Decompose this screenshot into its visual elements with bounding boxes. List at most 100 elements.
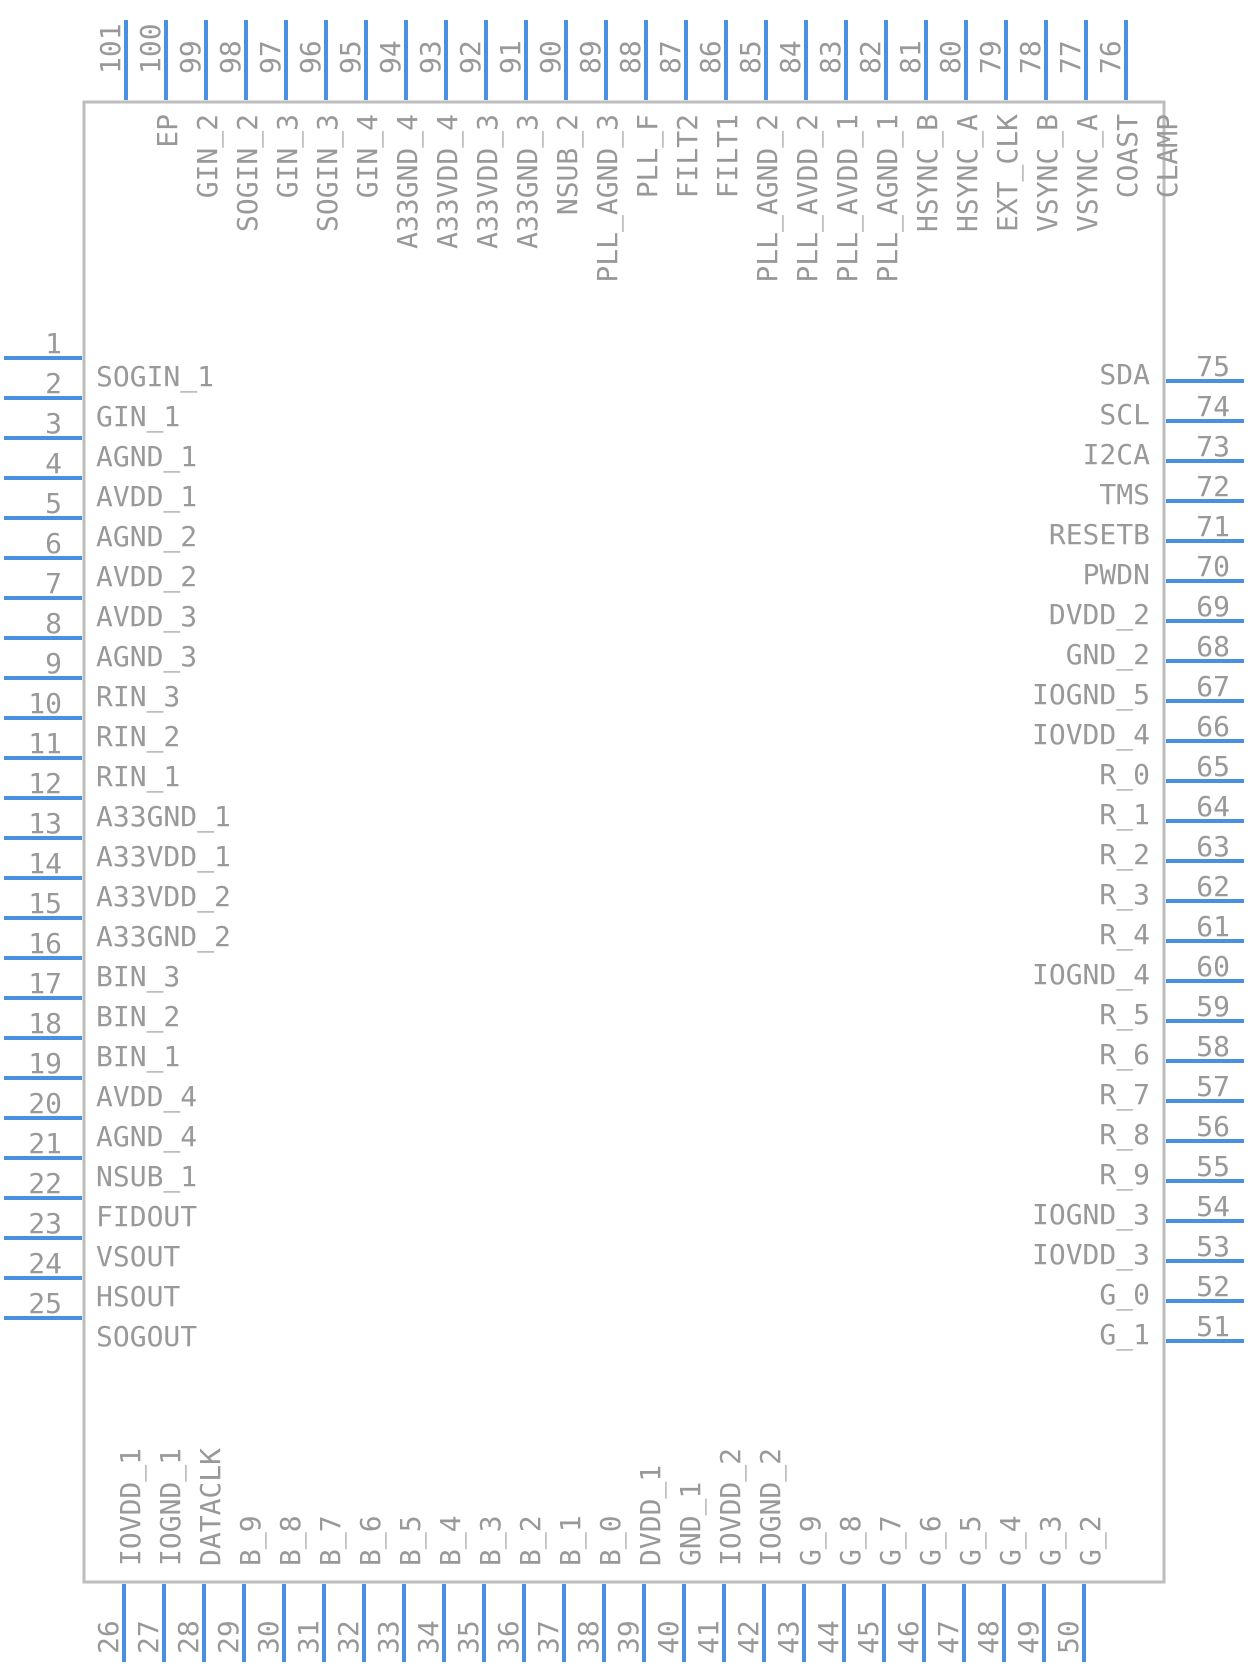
pin-label: R_3 [1099,878,1150,912]
pin-label: BIN_2 [96,1000,180,1034]
pin-label: GIN_1 [96,400,180,434]
pin-label: FILT2 [671,114,704,198]
pin-label: R_4 [1099,918,1150,952]
pin-number: 26 [92,1620,125,1654]
pin-number: 10 [28,687,62,720]
pin-label: EP [151,114,184,148]
pin-label: VSYNC_B [1031,114,1065,232]
pin-label: G_7 [874,1515,908,1566]
pin-label: FILT1 [711,114,744,198]
pin-number: 98 [214,40,247,74]
pin-label: I2CA [1083,438,1151,471]
pin-label: A33VDD_3 [471,114,505,249]
pin-number: 18 [28,1007,62,1040]
pin-label: RIN_2 [96,720,180,754]
pin-number: 46 [892,1620,925,1654]
pin-label: RESETB [1049,518,1150,551]
pin-number: 62 [1196,870,1230,903]
pin-number: 70 [1196,550,1230,583]
pin-label: A33GND_2 [96,920,231,954]
pin-label: PLL_AGND_3 [591,114,625,283]
pin-number: 50 [1052,1620,1085,1654]
pin-number: 52 [1196,1270,1230,1303]
pin-number: 74 [1196,390,1230,423]
pin-label: G_2 [1074,1515,1108,1566]
pin-label: G_6 [914,1515,948,1566]
pin-number: 81 [894,40,927,74]
pin-number: 65 [1196,750,1230,783]
pin-number: 48 [972,1620,1005,1654]
pin-label: IOGND_1 [154,1448,188,1566]
pin-number: 63 [1196,830,1230,863]
pin-number: 14 [28,847,62,880]
pin-label: GIN_3 [271,114,305,198]
pin-number: 75 [1196,350,1230,383]
pin-number: 28 [172,1620,205,1654]
pin-label: R_7 [1099,1078,1150,1112]
pin-label: A33GND_1 [96,800,231,834]
pin-label: B_1 [554,1515,588,1566]
pin-label: AGND_4 [96,1120,197,1154]
pin-number: 35 [452,1620,485,1654]
pin-number: 11 [28,727,62,760]
pin-label: A33VDD_1 [96,840,231,874]
pin-label: COAST [1111,114,1144,198]
pin-label: FIDOUT [96,1200,197,1233]
left-pin-group: 1SOGIN_12GIN_13AGND_14AVDD_15AGND_26AVDD… [4,327,231,1353]
pin-number: 15 [28,887,62,920]
pin-number: 24 [28,1247,62,1280]
pin-label: G_1 [1099,1318,1150,1352]
pin-label: AGND_2 [96,520,197,554]
pin-label: BIN_1 [96,1040,180,1074]
pin-label: B_2 [514,1515,548,1566]
pin-number: 67 [1196,670,1230,703]
pin-number: 41 [692,1620,725,1654]
pin-number: 64 [1196,790,1230,823]
right-pin-group: 75SDA74SCL73I2CA72TMS71RESETB70PWDN69DVD… [1032,350,1244,1352]
pin-number: 73 [1196,430,1230,463]
pin-label: B_6 [354,1515,388,1566]
pin-label: A33GND_4 [391,114,425,249]
pin-number: 21 [28,1127,62,1160]
pin-number: 60 [1196,950,1230,983]
pin-label: G_9 [794,1515,828,1566]
pin-number: 30 [252,1620,285,1654]
pin-number: 77 [1054,40,1087,74]
pin-number: 7 [45,567,62,600]
pin-label: G_5 [954,1515,988,1566]
pin-number: 16 [28,927,62,960]
pin-number: 76 [1094,40,1127,74]
pin-label: DVDD_2 [1049,598,1150,632]
pin-number: 44 [812,1620,845,1654]
pin-number: 5 [45,487,62,520]
pin-label: IOGND_5 [1032,678,1150,712]
pin-number: 3 [45,407,62,440]
pin-number: 90 [534,40,567,74]
pin-number: 54 [1196,1190,1230,1223]
pin-label: B_5 [394,1515,428,1566]
pin-number: 37 [532,1620,565,1654]
pin-label: AVDD_2 [96,560,197,594]
pin-label: GND_1 [674,1482,708,1566]
pin-number: 56 [1196,1110,1230,1143]
pin-label: A33VDD_4 [431,114,465,249]
pin-label: AGND_1 [96,440,197,474]
pin-number: 23 [28,1207,62,1240]
pin-label: BIN_3 [96,960,180,994]
pin-number: 53 [1196,1230,1230,1263]
pin-number: 71 [1196,510,1230,543]
pin-label: A33GND_3 [511,114,545,249]
pin-number: 82 [854,40,887,74]
pin-number: 36 [492,1620,525,1654]
pin-number: 12 [28,767,62,800]
pin-label: SOGIN_3 [311,114,345,232]
pin-label: VSOUT [96,1240,180,1273]
pin-label: R_1 [1099,798,1150,832]
pin-label: R_5 [1099,998,1150,1032]
pin-label: PLL_AGND_1 [871,114,905,283]
pin-number: 89 [574,40,607,74]
pin-number: 38 [572,1620,605,1654]
pin-number: 4 [45,447,62,480]
